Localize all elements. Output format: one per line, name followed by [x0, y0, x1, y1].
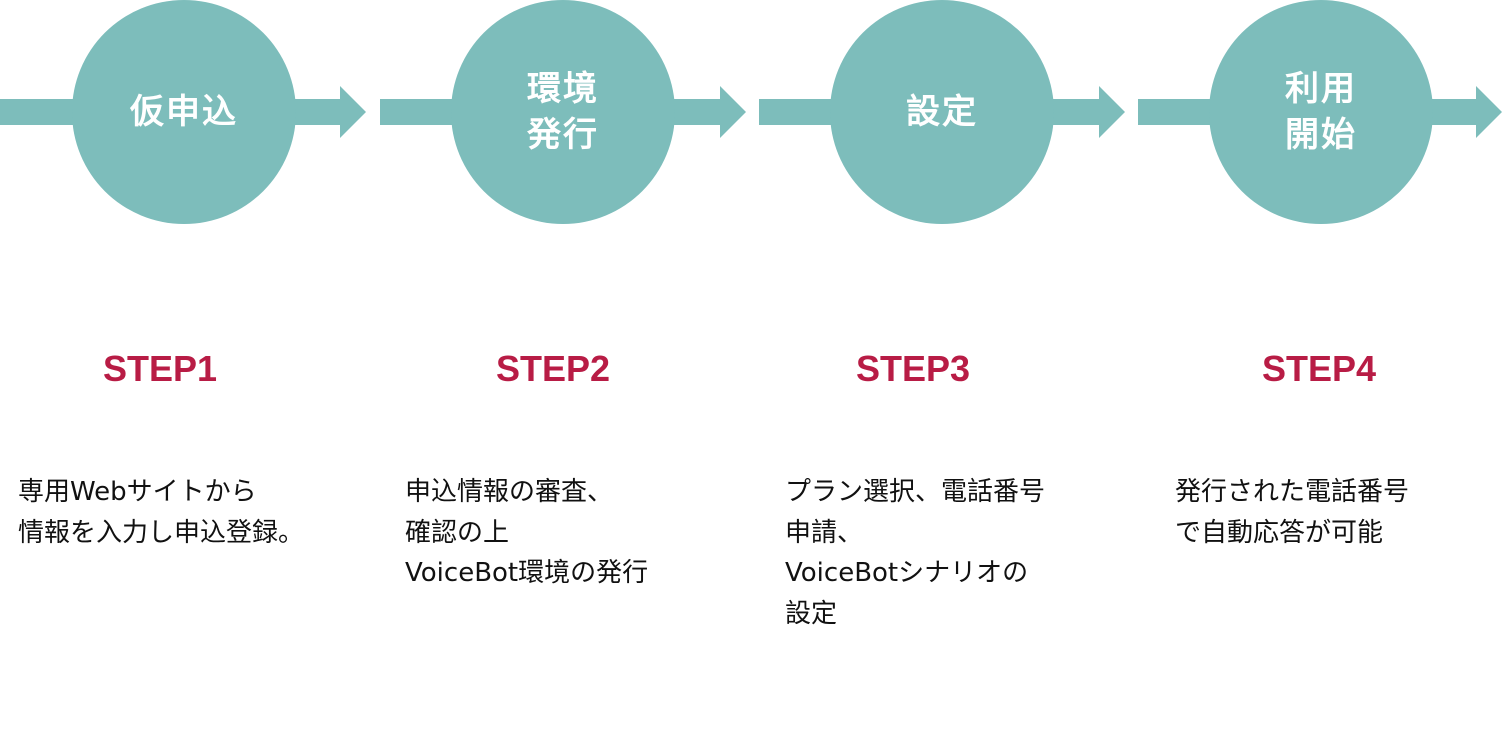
step-description-2: 申込情報の審査、 確認の上 VoiceBot環境の発行: [405, 477, 649, 588]
step-circle-1: 仮申込: [72, 0, 296, 224]
step-label-3: STEP3: [856, 348, 971, 389]
step-circle-2: 環境 発行: [451, 0, 675, 224]
step-label-2: STEP2: [496, 348, 611, 389]
step-label-1: STEP1: [103, 348, 218, 389]
arrow-head-icon: [340, 86, 366, 138]
arrow-head-icon: [1476, 86, 1502, 138]
circle-label: 仮申込: [130, 92, 238, 132]
step-description-4: 発行された電話番号 で自動応答が可能: [1175, 477, 1410, 548]
step-circle-4: 利用 開始: [1209, 0, 1433, 224]
arrow-head-icon: [720, 86, 746, 138]
step-circle-3: 設定: [830, 0, 1054, 224]
step-description-3: プラン選択、電話番号 申請、 VoiceBotシナリオの 設定: [785, 477, 1046, 629]
arrow-head-icon: [1099, 86, 1125, 138]
circle-label: 環境 発行: [527, 69, 599, 155]
step-label-4: STEP4: [1262, 348, 1377, 389]
circle-label: 設定: [906, 92, 978, 132]
step-description-1: 専用Webサイトから 情報を入力し申込登録。: [18, 477, 305, 548]
circle-label: 利用 開始: [1285, 69, 1357, 155]
